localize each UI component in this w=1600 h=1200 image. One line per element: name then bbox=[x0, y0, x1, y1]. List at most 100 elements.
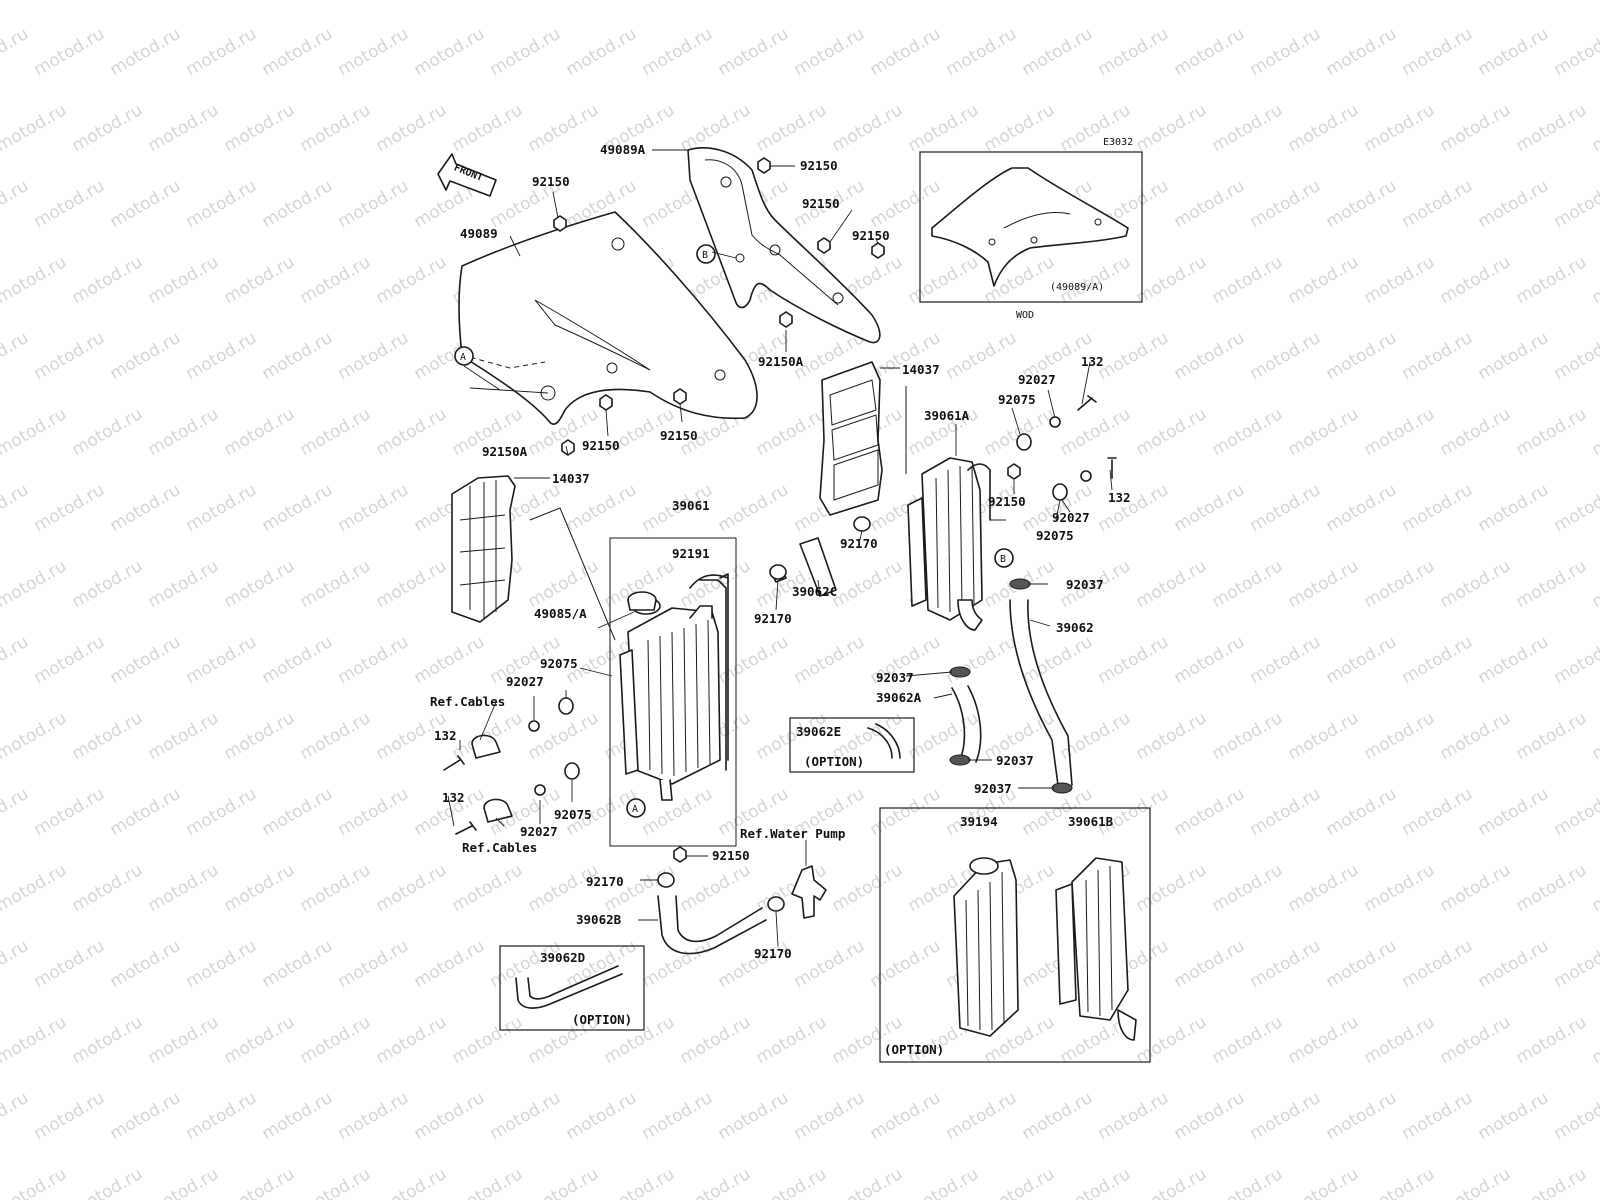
label-92150-a: 92150 bbox=[800, 158, 838, 173]
watermark-text: motod.ru bbox=[1171, 936, 1249, 992]
watermark-text: motod.ru bbox=[1551, 328, 1600, 384]
label-39062: 39062 bbox=[1056, 620, 1094, 635]
watermark-text: motod.ru bbox=[411, 24, 489, 80]
watermark-text: motod.ru bbox=[753, 0, 831, 4]
watermark-text: motod.ru bbox=[31, 936, 109, 992]
watermark-text: motod.ru bbox=[31, 328, 109, 384]
watermark-text: motod.ru bbox=[1551, 24, 1600, 80]
watermark-text: motod.ru bbox=[373, 860, 451, 916]
watermark-text: motod.ru bbox=[107, 784, 185, 840]
watermark-text: motod.ru bbox=[487, 24, 565, 80]
watermark-text: motod.ru bbox=[1475, 24, 1553, 80]
watermark-text: motod.ru bbox=[829, 0, 907, 4]
watermark-text: motod.ru bbox=[1589, 556, 1600, 612]
watermark-text: motod.ru bbox=[373, 0, 451, 4]
watermark-text: motod.ru bbox=[0, 784, 32, 840]
watermark-text: motod.ru bbox=[1209, 556, 1287, 612]
watermark-text: motod.ru bbox=[1475, 632, 1553, 688]
watermark-text: motod.ru bbox=[1513, 404, 1591, 460]
watermark-text: motod.ru bbox=[1475, 328, 1553, 384]
label-92170-c: 92170 bbox=[586, 874, 624, 889]
part-labels: 49089A 92150 92150 92150 92150 49089 921… bbox=[430, 142, 1131, 1057]
watermark-text: motod.ru bbox=[1019, 632, 1097, 688]
watermark-text: motod.ru bbox=[259, 936, 337, 992]
watermark-text: motod.ru bbox=[1209, 708, 1287, 764]
watermark-text: motod.ru bbox=[829, 860, 907, 916]
watermark-text: motod.ru bbox=[563, 1088, 641, 1144]
watermark-text: motod.ru bbox=[145, 708, 223, 764]
label-92150a-a: 92150A bbox=[758, 354, 804, 369]
watermark-text: motod.ru bbox=[943, 24, 1021, 80]
watermark-text: motod.ru bbox=[1133, 100, 1211, 156]
watermark-text: motod.ru bbox=[1437, 100, 1515, 156]
watermark-text: motod.ru bbox=[563, 24, 641, 80]
watermark-text: motod.ru bbox=[449, 0, 527, 4]
watermark-text: motod.ru bbox=[0, 1012, 70, 1068]
watermark-text: motod.ru bbox=[0, 328, 32, 384]
watermark-text: motod.ru bbox=[335, 936, 413, 992]
watermark-text: motod.ru bbox=[221, 556, 299, 612]
watermark-text: motod.ru bbox=[867, 24, 945, 80]
watermark-text: motod.ru bbox=[639, 784, 717, 840]
label-39061: 39061 bbox=[672, 498, 710, 513]
watermark-text: motod.ru bbox=[1437, 556, 1515, 612]
watermark-text: motod.ru bbox=[297, 1164, 375, 1200]
label-39062c: 39062C bbox=[792, 584, 837, 599]
watermark-text: motod.ru bbox=[943, 328, 1021, 384]
watermark-text: motod.ru bbox=[259, 480, 337, 536]
watermark-text: motod.ru bbox=[1285, 100, 1363, 156]
watermark-text: motod.ru bbox=[1057, 252, 1135, 308]
watermark-text: motod.ru bbox=[411, 936, 489, 992]
watermark-text: motod.ru bbox=[335, 176, 413, 232]
label-ref-water-pump: Ref.Water Pump bbox=[740, 826, 845, 841]
watermark-text: motod.ru bbox=[31, 632, 109, 688]
watermark-text: motod.ru bbox=[107, 328, 185, 384]
watermark-text: motod.ru bbox=[715, 480, 793, 536]
watermark-text: motod.ru bbox=[1323, 936, 1401, 992]
label-92037-a: 92037 bbox=[1066, 577, 1104, 592]
watermark-text: motod.ru bbox=[981, 1164, 1059, 1200]
watermark-text: motod.ru bbox=[1513, 252, 1591, 308]
watermark-text: motod.ru bbox=[1247, 936, 1325, 992]
watermark-text: motod.ru bbox=[1551, 1088, 1600, 1144]
watermark-text: motod.ru bbox=[1437, 1012, 1515, 1068]
watermark-text: motod.ru bbox=[1589, 708, 1600, 764]
watermark-text: motod.ru bbox=[1247, 632, 1325, 688]
watermark-text: motod.ru bbox=[449, 100, 527, 156]
option-box-39062e bbox=[789, 717, 915, 773]
watermark-text: motod.ru bbox=[867, 936, 945, 992]
label-92027-a: 92027 bbox=[1018, 372, 1056, 387]
watermark-text: motod.ru bbox=[905, 100, 983, 156]
watermark-text: motod.ru bbox=[1589, 1164, 1600, 1200]
watermark-text: motod.ru bbox=[31, 784, 109, 840]
watermark-text: motod.ru bbox=[1361, 860, 1439, 916]
watermark-text: motod.ru bbox=[943, 1088, 1021, 1144]
watermark-text: motod.ru bbox=[1475, 480, 1553, 536]
watermark-text: motod.ru bbox=[677, 1164, 755, 1200]
label-39062a: 39062A bbox=[876, 690, 922, 705]
watermark-text: motod.ru bbox=[221, 708, 299, 764]
watermark-text: motod.ru bbox=[145, 1164, 223, 1200]
watermark-text: motod.ru bbox=[1551, 784, 1600, 840]
watermark-text: motod.ru bbox=[0, 24, 32, 80]
label-option-radiators: (OPTION) bbox=[884, 1042, 944, 1057]
watermark-text: motod.ru bbox=[1209, 404, 1287, 460]
watermark-text: motod.ru bbox=[1323, 632, 1401, 688]
watermark-text: motod.ru bbox=[259, 328, 337, 384]
watermark-text: motod.ru bbox=[335, 24, 413, 80]
label-92150-f: 92150 bbox=[582, 438, 620, 453]
watermark-text: motod.ru bbox=[221, 1012, 299, 1068]
label-132-c: 132 bbox=[434, 728, 457, 743]
watermark-text: motod.ru bbox=[373, 252, 451, 308]
label-ref-cables-a: Ref.Cables bbox=[430, 694, 505, 709]
watermark-text: motod.ru bbox=[1513, 556, 1591, 612]
watermark-text: motod.ru bbox=[525, 100, 603, 156]
watermark-text: motod.ru bbox=[107, 480, 185, 536]
watermark-text: motod.ru bbox=[677, 100, 755, 156]
watermark-text: motod.ru bbox=[1323, 24, 1401, 80]
watermark-text: motod.ru bbox=[1209, 0, 1287, 4]
watermark-text: motod.ru bbox=[1171, 784, 1249, 840]
watermark-text: motod.ru bbox=[221, 100, 299, 156]
watermark-text: motod.ru bbox=[259, 176, 337, 232]
right-shroud bbox=[687, 147, 881, 344]
